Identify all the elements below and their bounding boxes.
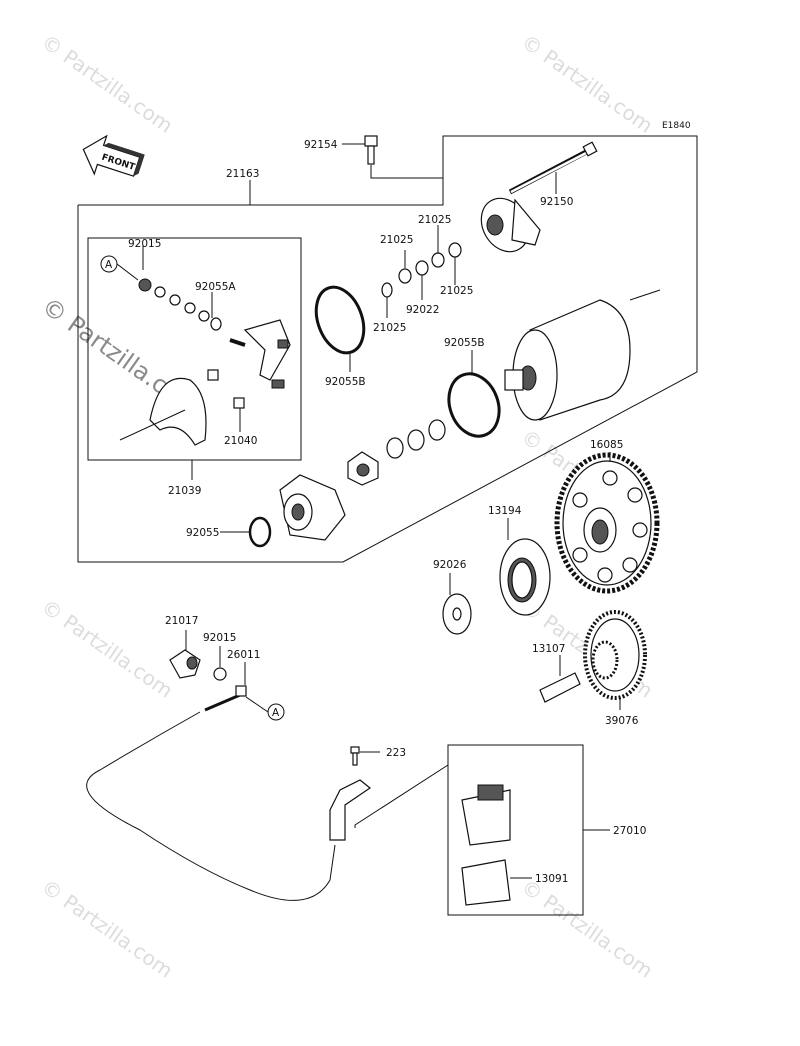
watermark: © Partzilla.com (517, 874, 657, 982)
gear-39076 (583, 610, 647, 710)
starter-cable (86, 711, 336, 901)
motor-yoke (504, 289, 661, 421)
callout-92015: 92015 (203, 632, 236, 644)
front-cover (279, 474, 346, 541)
callout-92026: 92026 (433, 559, 467, 571)
gear-16085 (554, 452, 660, 594)
callout-13107: 13107 (532, 643, 565, 655)
callout-21040: 21040 (224, 435, 257, 447)
callout-13091: 13091 (535, 873, 568, 885)
front-arrow-icon: FRONT (82, 134, 145, 177)
screw-223 (329, 746, 380, 841)
ref-mark-a: A (105, 259, 113, 271)
callout-26011: 26011 (227, 649, 260, 661)
clutch-13194 (499, 518, 551, 616)
callout-21025: 21025 (380, 234, 413, 246)
callout-92055: 92055 (186, 527, 219, 539)
bolt-92154 (342, 135, 443, 179)
callout-92154: 92154 (304, 139, 338, 151)
ref-circle-a-bottom: A (245, 696, 285, 721)
relay-cover-13091 (461, 859, 532, 906)
washer-92026 (442, 573, 472, 635)
callout-21039: 21039 (168, 485, 201, 497)
end-cover (480, 197, 541, 253)
brush-holder-parts (119, 245, 291, 446)
o-ring-92055B-right (447, 350, 501, 438)
callout-21025: 21025 (440, 285, 473, 297)
callout-21025: 21025 (418, 214, 451, 226)
callout-21163: 21163 (226, 168, 259, 180)
washers-lower (386, 419, 446, 459)
callout-13194: 13194 (488, 505, 522, 517)
callout-16085: 16085 (590, 439, 623, 451)
callout-92150: 92150 (540, 196, 573, 208)
callout-21025: 21025 (373, 322, 406, 334)
diagram-code: E1840 (662, 121, 691, 131)
callout-92055A: 92055A (195, 281, 236, 293)
callout-27010: 27010 (613, 825, 646, 837)
brush-holder-box (87, 237, 302, 461)
watermark: © Partzilla.com (517, 29, 657, 137)
part-callouts: 92154 92150 21163 92015 92055A 21040 210… (128, 139, 646, 885)
callout-92055B: 92055B (325, 376, 366, 388)
callout-92015: 92015 (128, 238, 161, 250)
callout-21017: 21017 (165, 615, 198, 627)
relay-27010 (461, 784, 610, 846)
terminal-parts (169, 630, 247, 712)
o-ring-92055B-left (314, 285, 366, 372)
callout-223: 223 (386, 747, 406, 759)
watermark: © Partzilla.com (37, 594, 177, 702)
watermark: © Partzilla.com (37, 874, 177, 982)
callout-39076: 39076 (605, 715, 639, 727)
bracket (347, 451, 379, 486)
callout-92055B: 92055B (444, 337, 485, 349)
callout-92022: 92022 (406, 304, 439, 316)
washers-stack (381, 225, 462, 318)
watermark: © Partzilla.com (37, 29, 177, 137)
starter-motor-outline (77, 135, 698, 563)
long-bolt-92150 (508, 141, 598, 195)
o-ring-92055 (220, 516, 272, 548)
ref-circle-a-top: A (100, 255, 139, 281)
shaft-13107 (539, 655, 581, 703)
ref-mark-a: A (272, 707, 280, 719)
